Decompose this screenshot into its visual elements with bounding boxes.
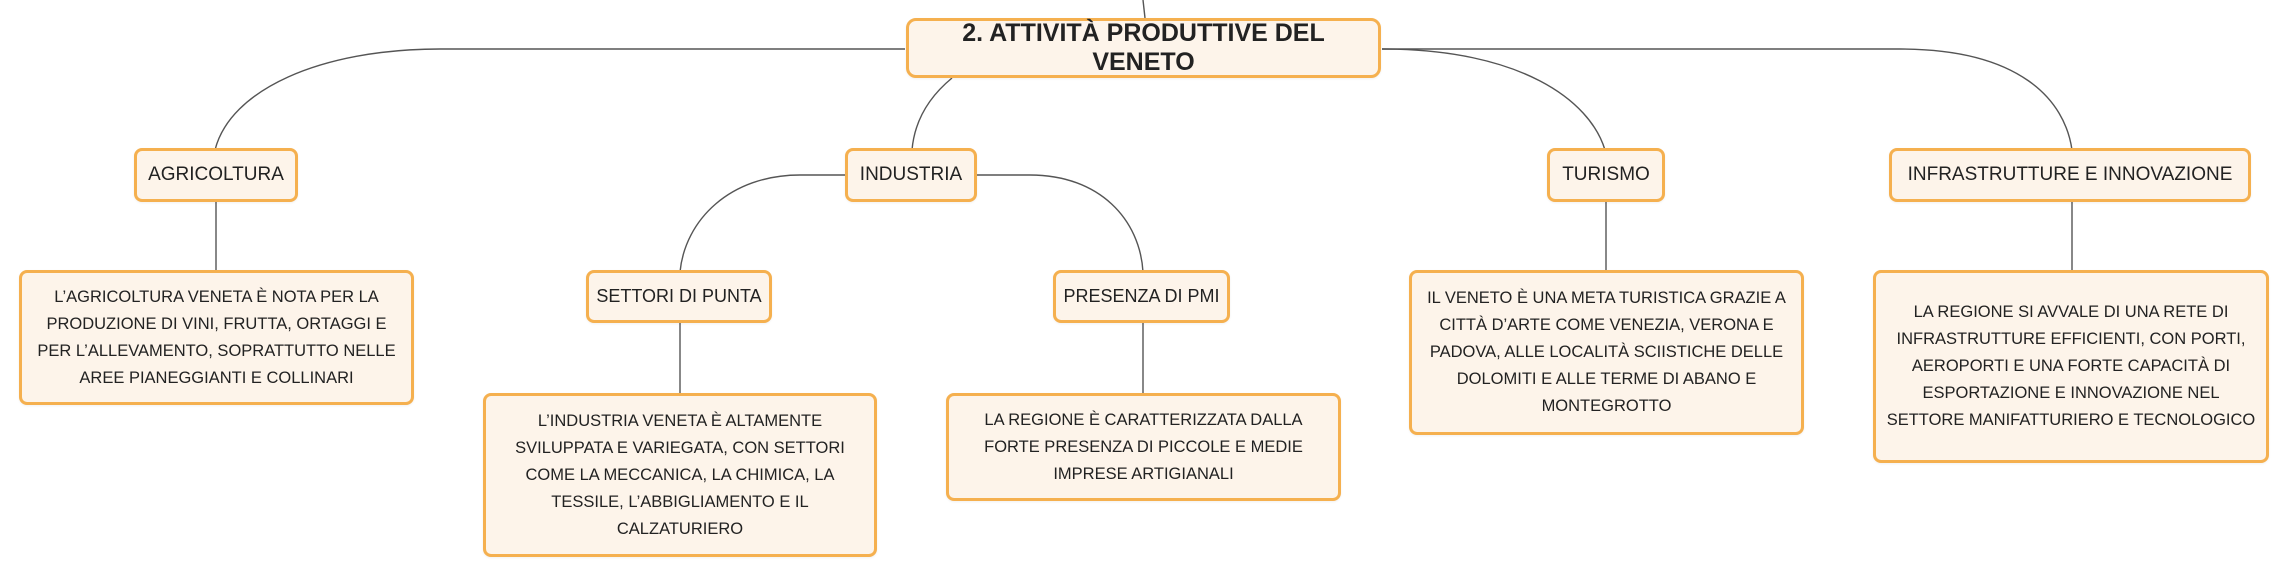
topic-industria-label: INDUSTRIA — [859, 164, 963, 185]
connector-root-turismo — [1381, 48, 1606, 151]
connector-top-stub — [1142, 0, 1146, 19]
subtopic-settori-di-punta[interactable]: SETTORI DI PUNTA — [586, 270, 772, 323]
connector-root-agricoltura — [214, 48, 905, 151]
desc-agricoltura-text: L’AGRICOLTURA VENETA È NOTA PER LA PRODU… — [37, 287, 396, 387]
subtopic-pmi-label: PRESENZA DI PMI — [1063, 286, 1220, 306]
topic-turismo[interactable]: TURISMO — [1547, 148, 1665, 202]
subtopic-presenza-di-pmi[interactable]: PRESENZA DI PMI — [1053, 270, 1230, 323]
root-label: 2. ATTIVITÀ PRODUTTIVE DEL VENETO — [962, 19, 1325, 76]
connector-industria-settori — [679, 174, 845, 273]
desc-settori-text: L’INDUSTRIA VENETA È ALTAMENTE SVILUPPAT… — [515, 411, 845, 538]
topic-infrastrutture-label: INFRASTRUTTURE E INNOVAZIONE — [1907, 164, 2233, 185]
topic-turismo-label: TURISMO — [1562, 164, 1650, 185]
desc-infrastrutture-e-innovazione[interactable]: LA REGIONE SI AVVALE DI UNA RETE DI INFR… — [1873, 270, 2269, 463]
desc-infrastrutture-text: LA REGIONE SI AVVALE DI UNA RETE DI INFR… — [1886, 303, 2256, 429]
desc-presenza-di-pmi[interactable]: LA REGIONE È CARATTERIZZATA DALLA FORTE … — [946, 393, 1341, 501]
topic-agricoltura[interactable]: AGRICOLTURA — [134, 148, 298, 202]
topic-agricoltura-label: AGRICOLTURA — [148, 164, 284, 185]
topic-industria[interactable]: INDUSTRIA — [845, 148, 977, 202]
connector-root-infrastrutture — [1382, 48, 2073, 151]
desc-agricoltura[interactable]: L’AGRICOLTURA VENETA È NOTA PER LA PRODU… — [19, 270, 414, 405]
connector-root-industria — [911, 77, 953, 151]
connector-industria-pmi — [977, 174, 1144, 273]
desc-turismo[interactable]: IL VENETO È UNA META TURISTICA GRAZIE A … — [1409, 270, 1804, 435]
root-node[interactable]: 2. ATTIVITÀ PRODUTTIVE DEL VENETO — [906, 18, 1381, 78]
desc-turismo-text: IL VENETO È UNA META TURISTICA GRAZIE A … — [1427, 289, 1786, 415]
topic-infrastrutture-e-innovazione[interactable]: INFRASTRUTTURE E INNOVAZIONE — [1889, 148, 2251, 202]
desc-settori-di-punta[interactable]: L’INDUSTRIA VENETA È ALTAMENTE SVILUPPAT… — [483, 393, 877, 557]
subtopic-settori-label: SETTORI DI PUNTA — [596, 286, 762, 306]
desc-pmi-text: LA REGIONE È CARATTERIZZATA DALLA FORTE … — [984, 410, 1303, 483]
